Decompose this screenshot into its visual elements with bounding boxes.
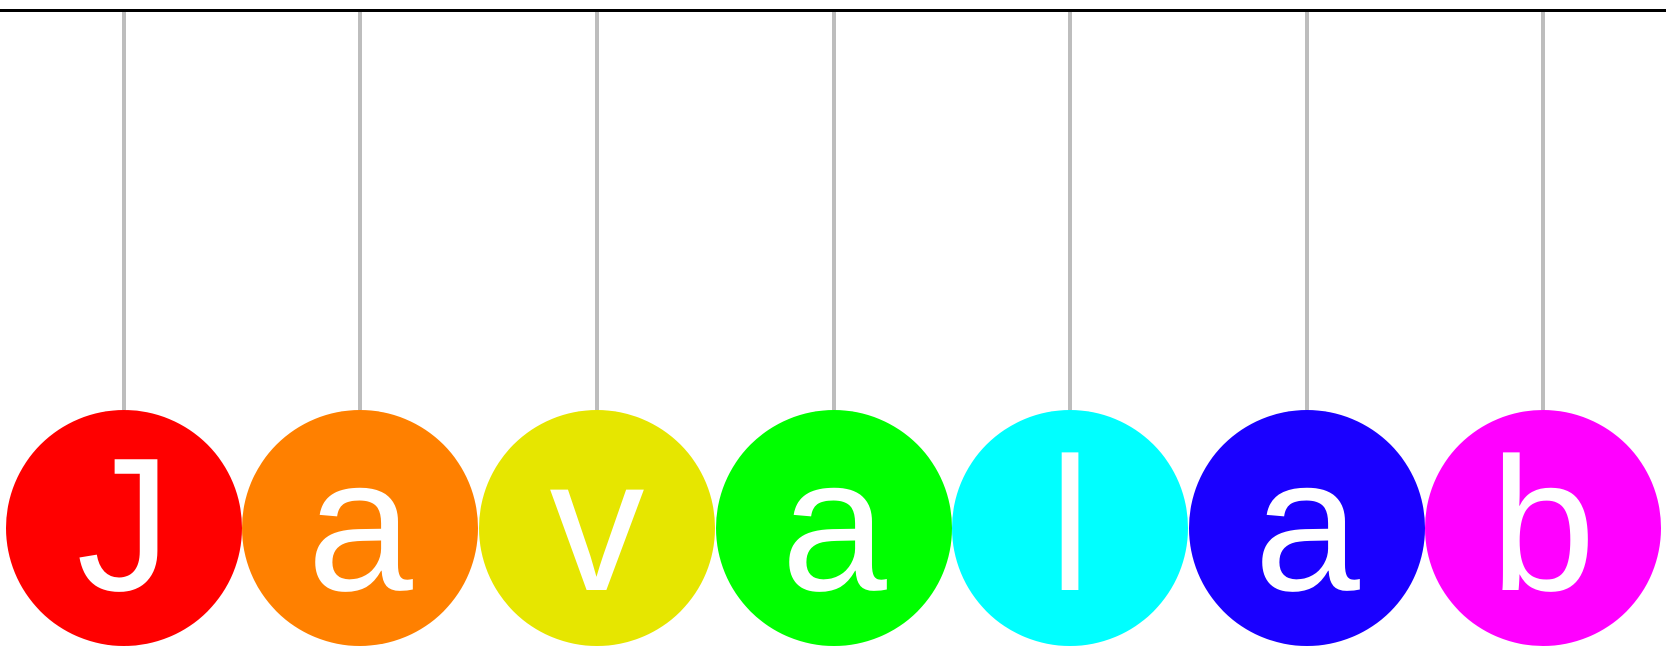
ball-letter: a <box>781 419 887 631</box>
ball-letter: l <box>1048 419 1092 631</box>
pendulum-4: a <box>716 12 952 646</box>
pendulum-5: l <box>952 12 1188 646</box>
pendulum-3: v <box>479 12 715 646</box>
ball-letter: J <box>76 419 172 631</box>
ball-letter: b <box>1490 419 1596 631</box>
top-bar <box>0 9 1666 12</box>
pendulum-2: a <box>242 12 478 646</box>
ball-3[interactable]: v <box>479 410 715 646</box>
string <box>595 12 599 410</box>
ball-6[interactable]: a <box>1189 410 1425 646</box>
pendulum-6: a <box>1189 12 1425 646</box>
ball-1[interactable]: J <box>6 410 242 646</box>
ball-letter: v <box>549 419 645 631</box>
ball-letter: a <box>307 419 413 631</box>
string <box>1305 12 1309 410</box>
pendulum-1: J <box>6 12 242 646</box>
string <box>122 12 126 410</box>
string <box>358 12 362 410</box>
ball-letter: a <box>1254 419 1360 631</box>
string <box>1541 12 1545 410</box>
ball-4[interactable]: a <box>716 410 952 646</box>
ball-5[interactable]: l <box>952 410 1188 646</box>
string <box>1068 12 1072 410</box>
string <box>832 12 836 410</box>
ball-7[interactable]: b <box>1425 410 1661 646</box>
pendulum-7: b <box>1425 12 1661 646</box>
ball-2[interactable]: a <box>242 410 478 646</box>
